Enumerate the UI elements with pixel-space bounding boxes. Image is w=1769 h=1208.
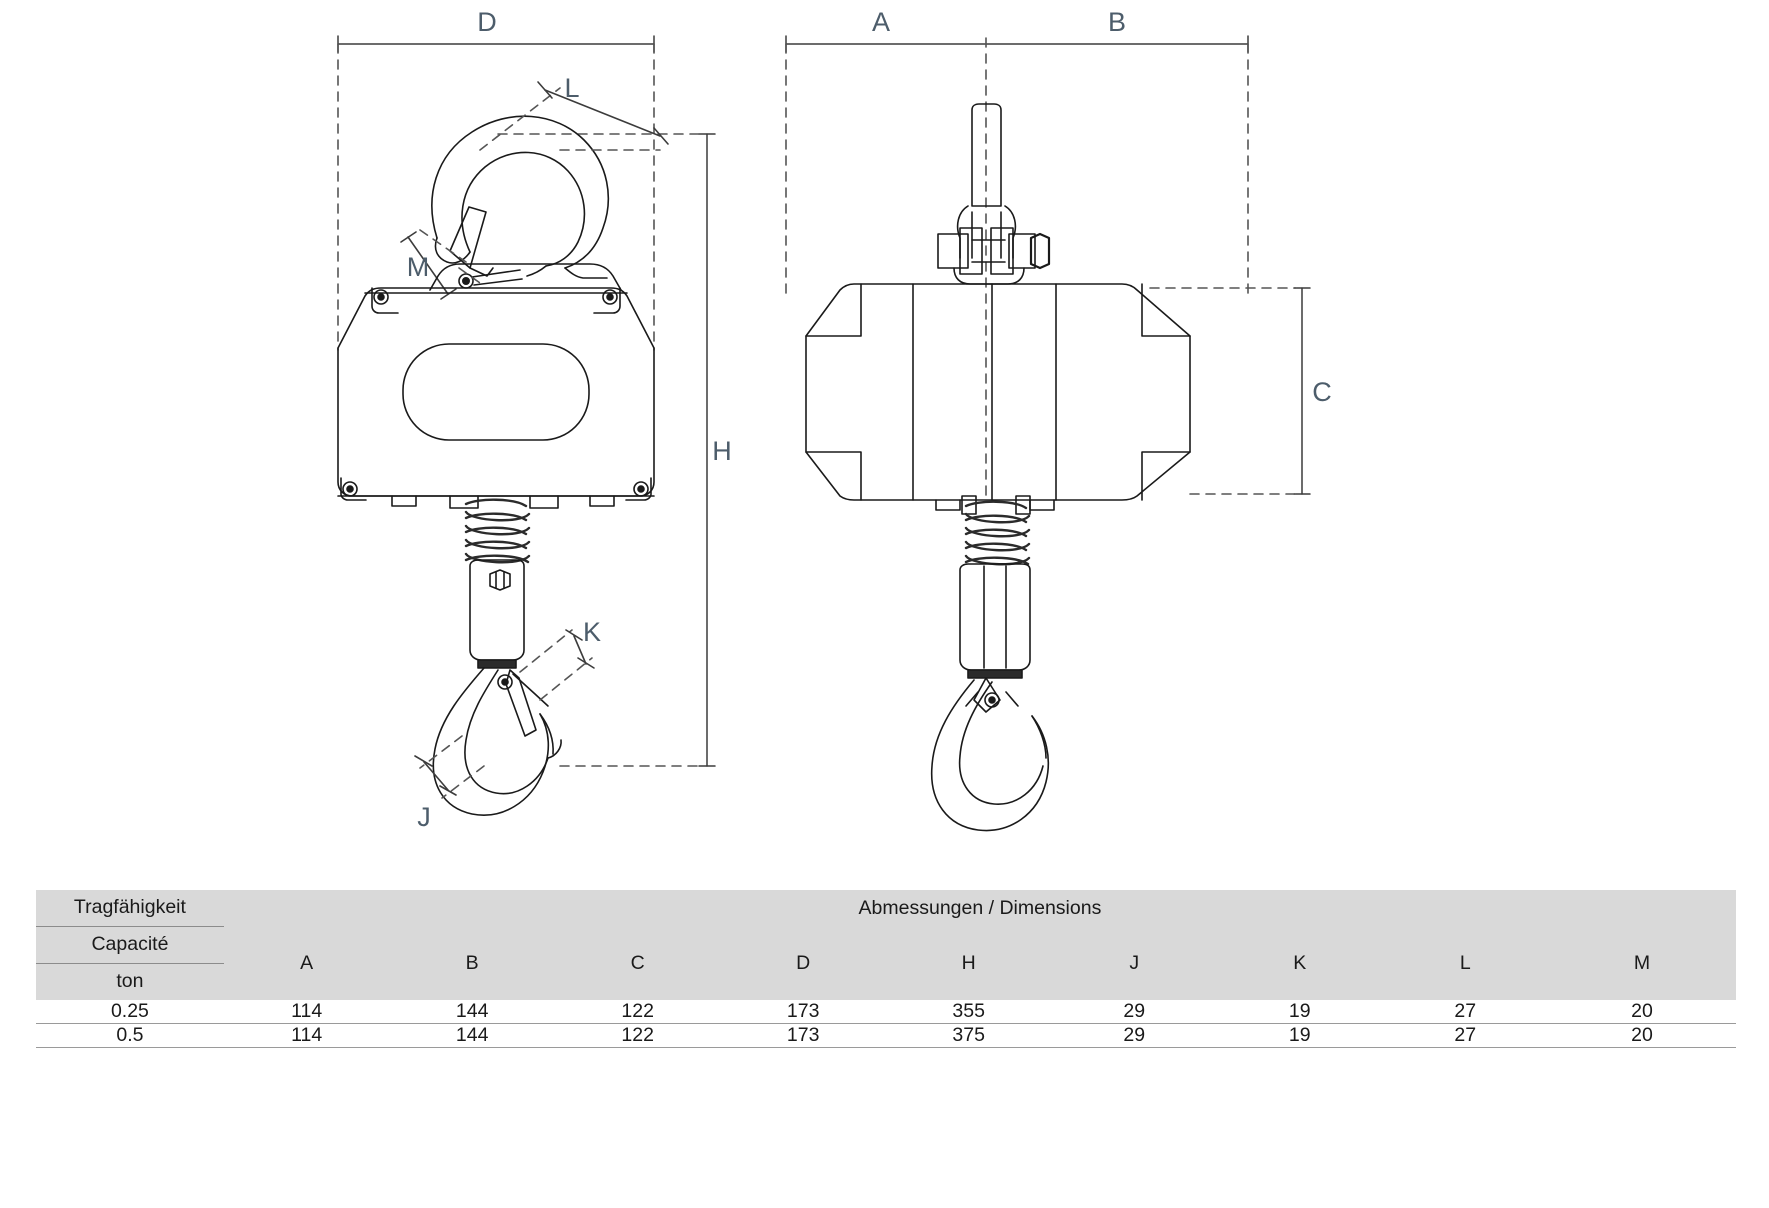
cell-J: 29 — [1051, 1000, 1217, 1024]
top-hook-side — [431, 115, 610, 289]
column-header-C: C — [554, 926, 721, 1000]
dimensions-table: Tragfähigkeit Abmessungen / Dimensions C… — [36, 890, 1736, 1048]
dimension-L-arrow — [537, 81, 669, 145]
cell-H: 355 — [885, 1000, 1052, 1024]
dimension-L — [479, 87, 661, 151]
cell-C: 122 — [554, 1000, 721, 1024]
cell-D: 173 — [720, 1000, 886, 1024]
swivel-body-side — [469, 559, 525, 669]
table-row: 0.25 114 144 122 173 355 29 19 27 20 — [36, 1000, 1736, 1024]
bottom-hook-front — [930, 677, 1050, 832]
cell-K: 19 — [1216, 1000, 1383, 1024]
swivel-body-front — [959, 563, 1031, 679]
dimension-M-arrow — [400, 231, 457, 300]
cell-B: 144 — [389, 1023, 555, 1048]
load-spring-side — [464, 498, 531, 564]
dimension-label-J: J — [417, 802, 431, 832]
cell-M: 20 — [1548, 1023, 1736, 1048]
dimension-D — [337, 35, 655, 53]
column-header-J: J — [1051, 926, 1217, 1000]
cell-C: 122 — [554, 1023, 721, 1048]
extension-lines-C — [1149, 287, 1297, 495]
body-side — [337, 263, 655, 509]
dimension-label-D: D — [477, 7, 497, 37]
capacity-unit-cell: ton — [36, 963, 224, 1000]
front-view-group — [785, 35, 1311, 832]
cell-A: 114 — [223, 1023, 390, 1048]
cell-B: 144 — [389, 1000, 555, 1024]
cell-capacity: 0.25 — [36, 1000, 224, 1024]
dimension-label-L: L — [564, 73, 579, 103]
cell-L: 27 — [1382, 1000, 1548, 1024]
dimension-label-K: K — [583, 617, 601, 647]
extension-lines-AB — [785, 37, 1249, 501]
capacity-unit: ton — [116, 970, 144, 992]
dimension-label-C: C — [1312, 377, 1332, 407]
column-header-A: A — [223, 926, 390, 1000]
extension-lines-D — [337, 43, 655, 351]
capacity-header-fr-cell: Capacité — [36, 926, 224, 964]
dimension-label-M: M — [407, 252, 430, 282]
table-header-row-2: Capacité A B C D H J K L M — [36, 926, 1736, 1000]
cell-M: 20 — [1548, 1000, 1736, 1024]
dimension-H — [698, 133, 716, 767]
top-shackle-front — [937, 103, 1051, 285]
column-header-K: K — [1216, 926, 1383, 1000]
dimension-B — [985, 35, 1249, 53]
dimension-label-A: A — [872, 7, 890, 37]
cell-capacity: 0.5 — [36, 1023, 224, 1048]
dimension-M — [419, 229, 481, 284]
table-header-row-1: Tragfähigkeit Abmessungen / Dimensions — [36, 890, 1736, 927]
dimension-J-arrow — [414, 755, 457, 796]
body-front — [805, 283, 1191, 515]
dimension-K — [519, 629, 593, 701]
cell-H: 375 — [885, 1023, 1052, 1048]
column-header-L: L — [1382, 926, 1548, 1000]
column-header-B: B — [389, 926, 555, 1000]
capacity-header-de: Tragfähigkeit — [73, 896, 186, 918]
capacity-header-fr: Capacité — [91, 933, 169, 955]
dimension-C — [1293, 287, 1311, 495]
cell-J: 29 — [1051, 1023, 1217, 1048]
dimension-label-H: H — [712, 436, 732, 466]
dimension-A — [785, 35, 987, 53]
dimension-J — [419, 735, 485, 799]
extension-lines-H — [497, 133, 701, 767]
cell-K: 19 — [1216, 1023, 1383, 1048]
cell-D: 173 — [720, 1023, 886, 1048]
cell-L: 27 — [1382, 1023, 1548, 1048]
table-header-row-3: ton — [36, 963, 1736, 1000]
technical-drawing-area: D L M H K J A B C — [337, 7, 1332, 832]
column-header-M: M — [1548, 926, 1736, 1000]
capacity-header-de-cell: Tragfähigkeit — [36, 890, 224, 927]
cell-A: 114 — [223, 1000, 390, 1024]
side-view-group — [337, 35, 716, 816]
dimension-label-B: B — [1108, 7, 1126, 37]
dimensions-table-wrapper: Tragfähigkeit Abmessungen / Dimensions C… — [36, 890, 1736, 1048]
dimension-K-arrow — [565, 629, 595, 669]
column-header-H: H — [885, 926, 1052, 1000]
table-row: 0.5 114 144 122 173 375 29 19 27 20 — [36, 1023, 1736, 1048]
column-header-D: D — [720, 926, 886, 1000]
dimensions-header: Abmessungen / Dimensions — [223, 890, 1736, 927]
